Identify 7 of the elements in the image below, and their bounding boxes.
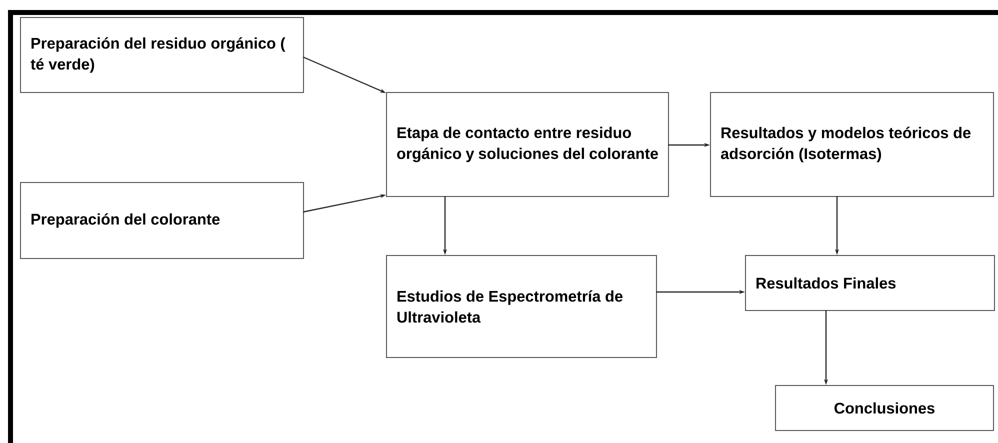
process-box: Resultados Finales <box>745 255 995 311</box>
process-box: Preparación del colorante <box>20 182 304 259</box>
process-box: Estudios de Espectrometría de Ultravioleta <box>386 255 657 358</box>
process-box: Etapa de contacto entre residuo orgánico y soluciones del colorante <box>386 92 669 197</box>
process-box: Preparación del residuo orgánico ( té verde) <box>20 17 304 93</box>
process-box: Resultados y modelos teóricos de adsorción (Isotermas) <box>710 92 994 197</box>
process-box: Conclusiones <box>775 385 994 431</box>
